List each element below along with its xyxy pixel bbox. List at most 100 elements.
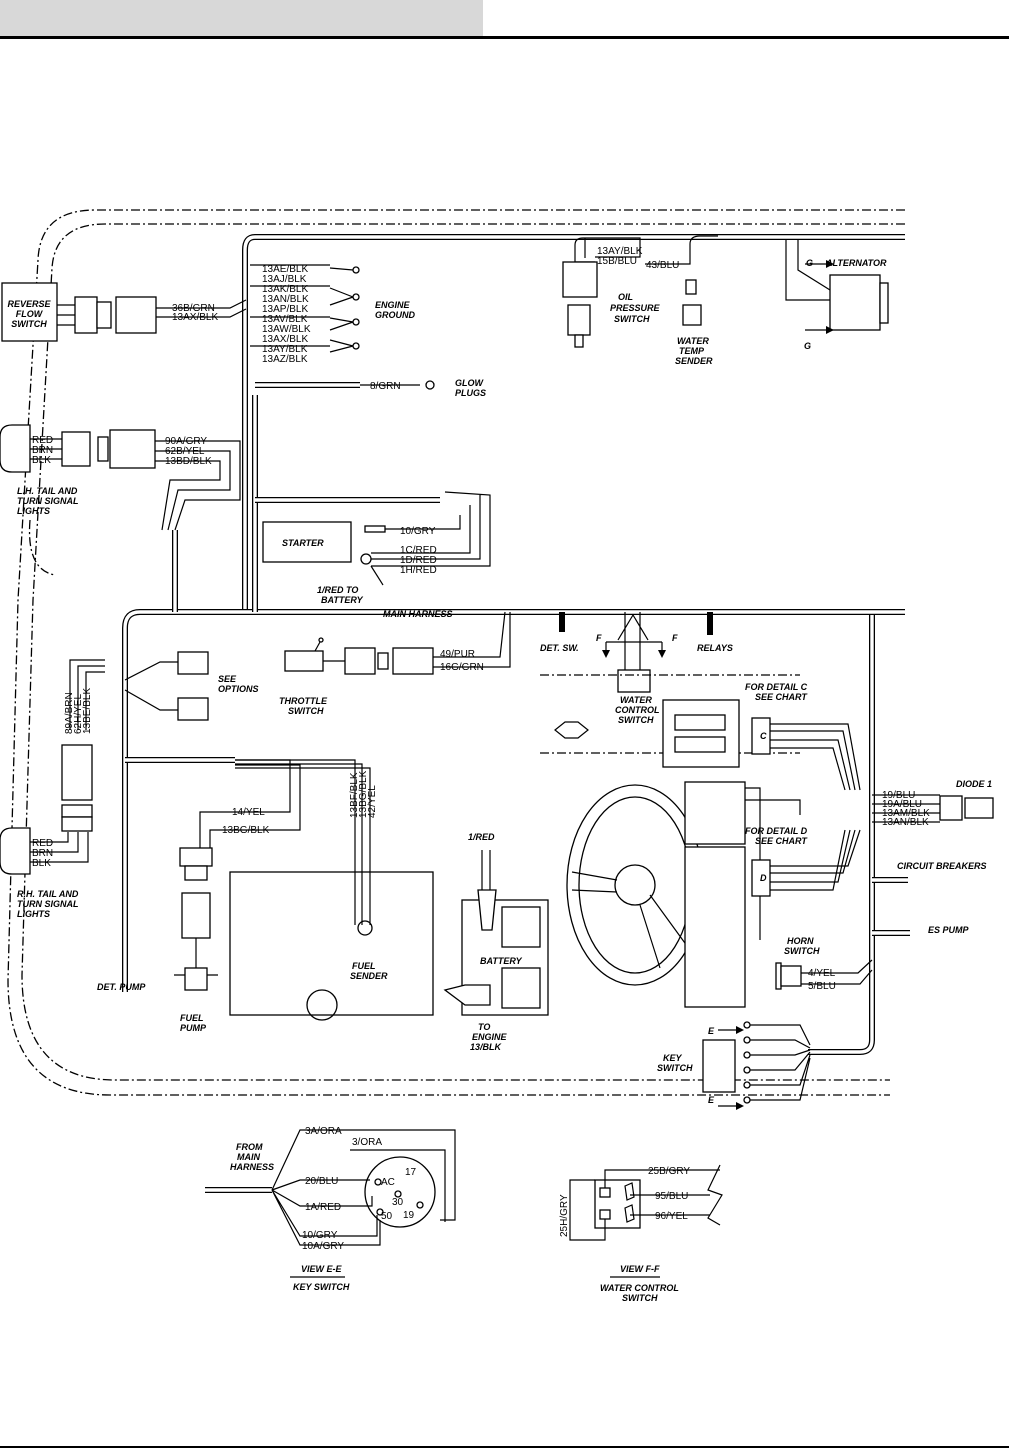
diagram-label: E	[708, 1095, 715, 1105]
diagram-label: 3/ORA	[352, 1137, 382, 1148]
diagram-label: 5/BLU	[808, 981, 836, 992]
diagram-label: ES PUMP	[928, 925, 970, 935]
diagram-label: 3A/ORA	[305, 1126, 342, 1137]
footer-rule	[0, 1446, 1009, 1448]
diagram-label: GROUND	[375, 310, 415, 320]
diagram-label: ALTERNATOR	[825, 258, 887, 268]
diagram-label: HORN	[787, 936, 814, 946]
diagram-label: 20/BLU	[305, 1176, 338, 1187]
diagram-label: THROTTLE	[279, 696, 328, 706]
diagram-label: FLOW	[16, 309, 44, 319]
diagram-label: 13AN/BLK	[882, 817, 929, 828]
diagram-label: RED	[32, 435, 53, 446]
diagram-label: 42/YEL	[367, 785, 378, 818]
diagram-label: 13AZ/BLK	[262, 354, 308, 365]
diagram-label: WATER CONTROL	[600, 1283, 679, 1293]
diagram-label: FUEL	[352, 961, 376, 971]
diagram-label: 62H/YEL	[73, 694, 84, 734]
diagram-label: PUMP	[180, 1023, 207, 1033]
diagram-label: 1A/RED	[305, 1202, 341, 1213]
diagram-label: CONTROL	[615, 705, 660, 715]
diagram-label: 13AV/BLK	[262, 314, 308, 325]
diagram-label: 1C/RED	[400, 545, 437, 556]
throttle-switch	[284, 611, 511, 675]
diagram-label: 13AK/BLK	[262, 284, 308, 295]
diagram-label: DET. SW.	[540, 643, 579, 653]
diagram-label: 13AW/BLK	[262, 324, 311, 335]
starter	[262, 491, 491, 586]
diagram-label: F	[596, 633, 602, 643]
diagram-label: SEE CHART	[755, 836, 808, 846]
diagram-label: FOR DETAIL C	[745, 682, 808, 692]
diagram-label: D	[760, 873, 767, 883]
diagram-label: DIODE 1	[956, 779, 992, 789]
diagram-label: 1/RED	[468, 832, 495, 842]
diagram-label: 13AY/BLK	[597, 246, 643, 257]
diagram-label: 62B/YEL	[165, 446, 205, 457]
diagram-label: DET. PUMP	[97, 982, 146, 992]
diagram-label: G	[806, 258, 813, 268]
diagram-label: 13AJ/BLK	[262, 274, 307, 285]
diagram-label: VIEW E-E	[301, 1264, 343, 1274]
options-connectors	[124, 651, 209, 721]
diagram-label: 13AX/BLK	[262, 334, 308, 345]
diagram-label: 36B/GRN	[172, 303, 215, 314]
diagram-label: 25H/GRY	[559, 1194, 570, 1237]
diagram-label: BRN	[32, 848, 53, 859]
diagram-label: 96/YEL	[655, 1211, 688, 1222]
diagram-label: CIRCUIT BREAKERS	[897, 861, 987, 871]
diagram-label: 95/BLU	[655, 1191, 688, 1202]
diagram-label: SWITCH	[11, 319, 47, 329]
diagram-label: SEE CHART	[755, 692, 808, 702]
diagram-label: 13AE/BLK	[262, 264, 308, 275]
diode-1	[872, 794, 994, 823]
diagram-label: 13AN/BLK	[262, 294, 309, 305]
diagram-label: 13BF/BLK	[349, 772, 360, 818]
diagram-label: TURN SIGNAL	[17, 899, 79, 909]
diagram-label: AC	[381, 1177, 395, 1188]
diagram-label: 43/BLU	[646, 260, 679, 271]
diagram-label: FUEL	[180, 1013, 204, 1023]
diagram-label: 19A/BLU	[882, 799, 922, 810]
diagram-label: BATTERY	[321, 595, 364, 605]
diagram-label: 90A/GRY	[165, 436, 207, 447]
diagram-label: SWITCH	[618, 715, 654, 725]
diagram-label: G	[804, 341, 811, 351]
lh-tail-lights	[0, 424, 241, 531]
diagram-label: VIEW F-F	[620, 1264, 660, 1274]
harness-trunks	[122, 234, 910, 1055]
diagram-label: BLK	[32, 455, 51, 466]
diagram-label: 10/GRY	[302, 1230, 338, 1241]
key-switch	[702, 1021, 811, 1110]
diagram-label: E	[708, 1026, 715, 1036]
diagram-label: 25B/GRY	[648, 1166, 690, 1177]
diagram-label: TURN SIGNAL	[17, 496, 79, 506]
diagram-label: SWITCH	[622, 1293, 658, 1303]
diagram-label: 10/GRY	[400, 526, 436, 537]
fuel-tank	[229, 759, 434, 1021]
oil-pressure-switch	[562, 237, 641, 348]
diagram-label: BATTERY	[480, 956, 523, 966]
diagram-label: GLOW	[455, 378, 484, 388]
diagram-label: 13BE/BLK	[82, 688, 93, 734]
diagram-label: SWITCH	[657, 1063, 693, 1073]
diagram-label: 1D/RED	[400, 555, 437, 566]
diagram-label: 49/PUR	[440, 649, 475, 660]
diagram-label: 30	[392, 1197, 404, 1208]
horn-switch	[775, 959, 873, 990]
diagram-label: 14/YEL	[232, 807, 265, 818]
diagram-label: PRESSURE	[610, 303, 661, 313]
diagram-label: 13AM/BLK	[882, 808, 930, 819]
diagram-label: LIGHTS	[17, 506, 50, 516]
reverse-flow-switch: REVERSE FLOW SWITCH	[1, 282, 247, 342]
diagram-label: REVERSE	[7, 299, 51, 309]
diagram-label: 50	[381, 1211, 393, 1222]
diagram-label: 19	[403, 1210, 415, 1221]
diagram-label: RELAYS	[697, 643, 733, 653]
diagram-label: R.H. TAIL AND	[17, 889, 79, 899]
diagram-label: PLUGS	[455, 388, 486, 398]
diagram-label: MAIN HARNESS	[383, 609, 453, 619]
diagram-label: 1H/RED	[400, 565, 437, 576]
dashboard	[566, 781, 861, 1008]
